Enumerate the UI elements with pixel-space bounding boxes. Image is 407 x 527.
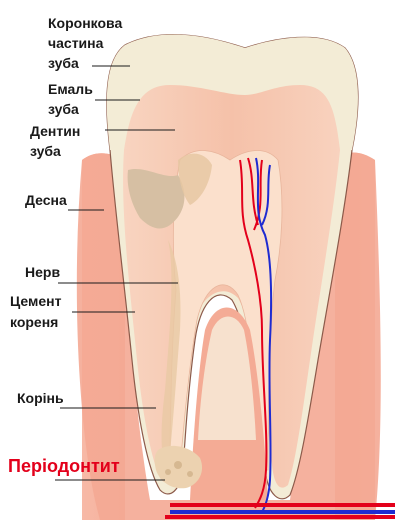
label-crown-line2: частина (48, 35, 104, 51)
label-crown-line3: зуба (48, 55, 79, 71)
label-periodontitis-text: Періодонтит (8, 456, 120, 476)
label-gum-text: Десна (25, 192, 67, 208)
label-dentin-line1: Дентин (30, 123, 80, 139)
label-enamel-line2: зуба (48, 101, 79, 117)
label-cementum-line1: Цемент (10, 293, 62, 309)
label-nerve-text: Нерв (25, 264, 60, 280)
label-dentin-line2: зуба (30, 143, 61, 159)
label-cementum-line2: кореня (10, 314, 58, 330)
label-crown-line1: Коронкова (48, 15, 122, 31)
label-root-text: Корінь (17, 390, 64, 406)
label-enamel-line1: Емаль (48, 81, 93, 97)
